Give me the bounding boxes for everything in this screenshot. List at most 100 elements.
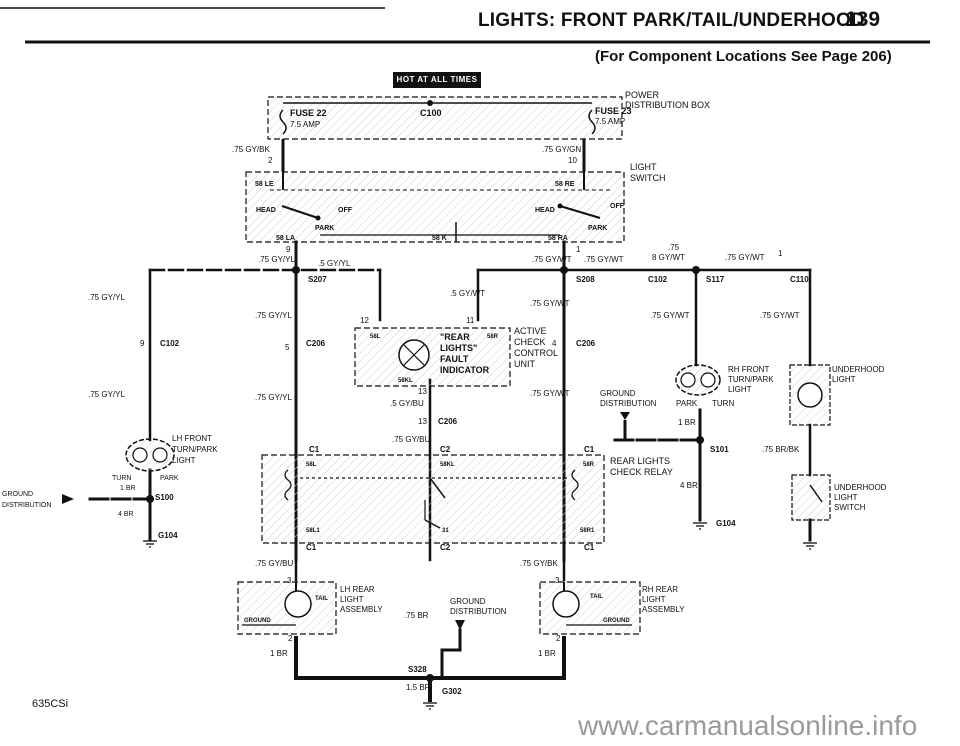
splice-s328: S328 — [408, 665, 427, 674]
pin-label: 31 — [442, 528, 449, 534]
pin-label: 58L1 — [306, 528, 320, 534]
page-title: LIGHTS: FRONT PARK/TAIL/UNDERHOOD — [478, 10, 865, 31]
splice-s208: S208 — [576, 275, 595, 284]
rh-rear-light-assembly — [539, 581, 641, 635]
connector-c102: C102 — [648, 275, 668, 284]
splice-s207: S207 — [308, 275, 327, 284]
pin-label: 3 — [555, 576, 560, 585]
label-light-switch: LIGHT — [630, 162, 657, 172]
ground-arrow — [62, 494, 74, 504]
connector-c100: C100 — [420, 108, 442, 118]
wire-label: .75 GY/YL — [88, 390, 125, 399]
pin-label: 58R — [583, 462, 595, 468]
connector-c206: C206 — [306, 339, 326, 348]
wire-label: .75 GY/WT — [530, 299, 570, 308]
wire-label: .75 GY/YL — [255, 393, 292, 402]
wire-label: .75 GY/GN — [542, 145, 581, 154]
pin-label: 9 — [140, 339, 145, 348]
connector-c206-right: C206 — [576, 339, 596, 348]
rear-lights-check-relay — [261, 454, 605, 544]
wire-label: 1 BR — [270, 649, 288, 658]
wire-label: .5 GY/YL — [318, 259, 351, 268]
pin-label: 58R — [487, 334, 499, 340]
wire-label: .75 BR/BK — [762, 445, 800, 454]
label-ground-distribution-center: GROUND — [450, 597, 486, 606]
pin-label: 12 — [360, 316, 369, 325]
lh-front-light — [125, 438, 175, 472]
pin-label: 1 — [778, 249, 783, 258]
pin-label: 13 — [418, 387, 427, 396]
splice-s101: S101 — [710, 445, 729, 454]
ground-g104: G104 — [158, 531, 178, 540]
pin-label: 58 K — [432, 235, 447, 242]
active-check-label: UNIT — [514, 359, 535, 369]
wire-label: .75 GY/WT — [760, 311, 800, 320]
wire-label: 1 BR — [678, 418, 696, 427]
pin-label: 58 RA — [548, 235, 568, 242]
wire-label: .75 GY/WT — [584, 255, 624, 264]
connector-c2: C2 — [440, 445, 451, 454]
light-switch-box — [245, 171, 625, 243]
wire-label: TURN — [112, 475, 131, 482]
underhood-light-switch — [791, 474, 831, 521]
wire-label: .75 GY/WT — [532, 255, 572, 264]
wire-label: .75 GY/YL — [258, 255, 295, 264]
label-distribution-box: DISTRIBUTION BOX — [625, 100, 710, 110]
ground-g104-right: G104 — [716, 519, 736, 528]
label-underhood-switch: LIGHT — [834, 493, 858, 502]
wire-label: .75 GY/BU — [392, 435, 430, 444]
switch-position: HEAD — [535, 207, 555, 214]
wire-label: .75 GY/BK — [232, 145, 270, 154]
pin-label: 2 — [268, 156, 273, 165]
label-ground-distribution-left: DISTRIBUTION — [2, 502, 51, 509]
switch-position: OFF — [610, 203, 625, 210]
switch-position: HEAD — [256, 207, 276, 214]
wire-label: 1 BR — [120, 485, 136, 492]
label-ground-distribution-center: DISTRIBUTION — [450, 607, 507, 616]
wire-label: 4 BR — [680, 481, 698, 490]
lh-rear-light-assembly — [237, 581, 337, 635]
label-lh-front: TURN/PARK — [172, 445, 218, 454]
label-check-relay: CHECK RELAY — [610, 467, 673, 477]
wire-label: .75 GY/WT — [530, 389, 570, 398]
label-underhood-light: UNDERHOOD — [832, 365, 885, 374]
label-rh-front: TURN/PARK — [728, 375, 774, 384]
wire-label: 1 BR — [538, 649, 556, 658]
label-rh-front: LIGHT — [728, 385, 752, 394]
wire-label: PARK — [160, 475, 179, 482]
ground-g302: G302 — [442, 687, 462, 696]
rear-lights-fault-indicator — [354, 327, 511, 387]
connector-c102-left: C102 — [160, 339, 180, 348]
splice-dots — [146, 266, 704, 682]
label-lh-front: LH FRONT — [172, 434, 212, 443]
fuse-23-amp: 7.5 AMP — [595, 117, 625, 126]
active-check-label: CONTROL — [514, 348, 558, 358]
indicator-label: LIGHTS" — [440, 343, 477, 353]
switch-position: PARK — [588, 225, 607, 232]
wire-label: 4 BR — [118, 511, 134, 518]
connector-c206-mid: C206 — [438, 417, 458, 426]
connector-c1-bottom: C1 — [306, 543, 317, 552]
connector-c2-bottom: C2 — [440, 543, 451, 552]
pin-label: GROUND — [244, 618, 271, 624]
pin-label: 58L — [306, 462, 317, 468]
wire-label: .75 BR — [404, 611, 429, 620]
splice-s117: S117 — [706, 275, 725, 284]
label-rh-rear: LIGHT — [642, 595, 666, 604]
fuse-22-label: FUSE 22 — [290, 108, 327, 118]
label-underhood-switch: UNDERHOOD — [834, 483, 887, 492]
pin-label: 58 LE — [255, 181, 274, 188]
pin-label: TAIL — [590, 594, 603, 600]
wire-label: 8 GY/WT — [652, 253, 685, 262]
wire-label: .75 GY/BU — [255, 559, 293, 568]
wire-label: PARK — [676, 399, 698, 408]
pin-label: 10 — [568, 156, 577, 165]
label-ground-distribution: GROUND — [600, 389, 636, 398]
indicator-label: INDICATOR — [440, 365, 490, 375]
pin-label: 58KL — [440, 462, 455, 468]
label-rh-rear: RH REAR — [642, 585, 678, 594]
pin-label: TAIL — [315, 596, 328, 602]
pin-label: 11 — [466, 316, 475, 325]
wire-label: 1.5 BR — [406, 683, 431, 692]
